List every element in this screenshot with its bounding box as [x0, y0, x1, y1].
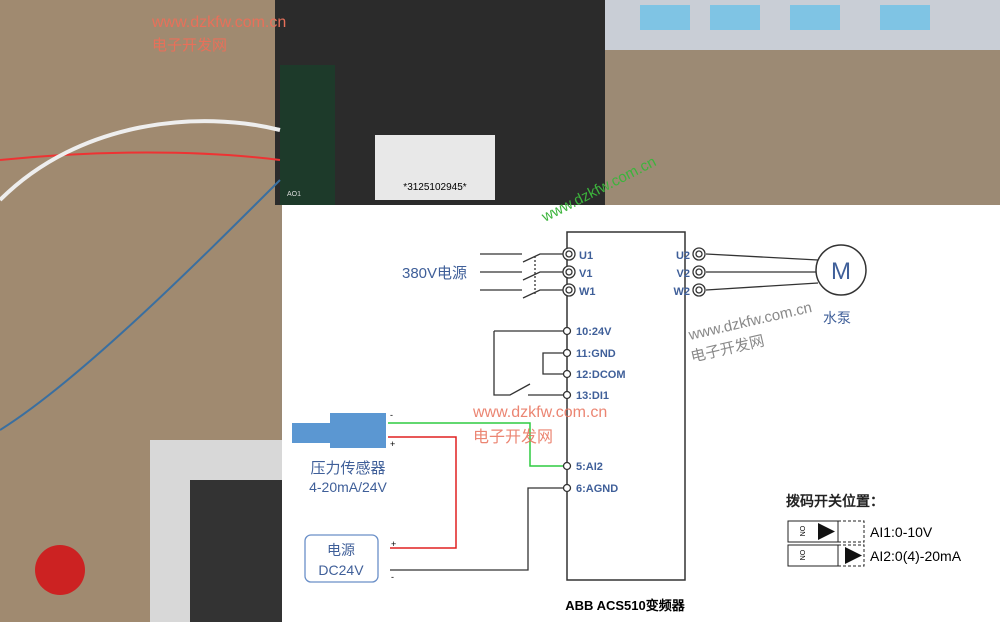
sensor-spec: 4-20mA/24V [309, 479, 387, 495]
terminal-13-di1: 13:DI1 [576, 390, 609, 402]
diagram-panel [282, 205, 1000, 622]
terminal-w2: W2 [674, 286, 691, 298]
signal-wire [388, 422, 563, 467]
terminal-u1: U1 [579, 250, 593, 262]
barcode-text: *3125102945* [403, 182, 467, 193]
dip-ai1-label: AI1:0-10V [870, 524, 933, 540]
terminal-v1: V1 [579, 268, 592, 280]
terminal-11-gnd: 11:GND [576, 348, 616, 360]
watermark-top-cn: 电子开发网 [152, 37, 227, 54]
control-terminals [562, 326, 572, 493]
terminal-5-ai2: 5:AI2 [576, 461, 603, 473]
dip-switch-ai1: ON [787, 520, 865, 543]
input-breaker [480, 253, 563, 299]
terminal-6-agnd: 6:AGND [576, 483, 618, 495]
supply-plus: + [391, 539, 396, 549]
watermark-center-cn: 电子开发网 [473, 428, 553, 446]
dip-switch-ai2: ON [787, 544, 865, 567]
motor-symbol: M [831, 258, 851, 285]
diagram-title: ABB ACS510变频器 [565, 598, 685, 613]
inverter-box [566, 231, 686, 581]
svg-text:ON: ON [798, 526, 805, 537]
power-in-label: 380V电源 [402, 265, 467, 282]
barcode-label [375, 135, 495, 200]
dc-supply-box [304, 534, 379, 583]
control-wiring [390, 330, 563, 571]
pressure-sensor-icon [292, 413, 386, 448]
positive-wire [388, 436, 457, 549]
motor-label: 水泵 [823, 310, 851, 326]
svg-text:ON: ON [798, 550, 805, 561]
watermark-center-url: www.dzkfw.com.cn [472, 404, 607, 421]
sensor-minus: - [390, 410, 393, 420]
dip-title: 拨码开关位置： [786, 493, 884, 509]
motor-icon [815, 244, 867, 296]
terminal-12-dcom: 12:DCOM [576, 369, 626, 381]
terminal-10-24v: 10:24V [576, 326, 612, 338]
terminal-u2: U2 [676, 250, 690, 262]
sensor-plus: + [390, 439, 395, 449]
power-terminals [562, 247, 706, 297]
supply-label: 电源 [327, 542, 355, 558]
dip-ai2-label: AI2:0(4)-20mA [870, 548, 962, 564]
terminal-w1: W1 [579, 286, 596, 298]
terminal-v2: V2 [677, 268, 690, 280]
watermark-top-url: www.dzkfw.com.cn [151, 14, 286, 31]
terminal-label: AO1 [287, 191, 301, 198]
sensor-label: 压力传感器 [310, 460, 385, 477]
supply-minus: - [391, 572, 394, 582]
supply-spec: DC24V [318, 562, 364, 578]
motor-wires [705, 253, 819, 291]
